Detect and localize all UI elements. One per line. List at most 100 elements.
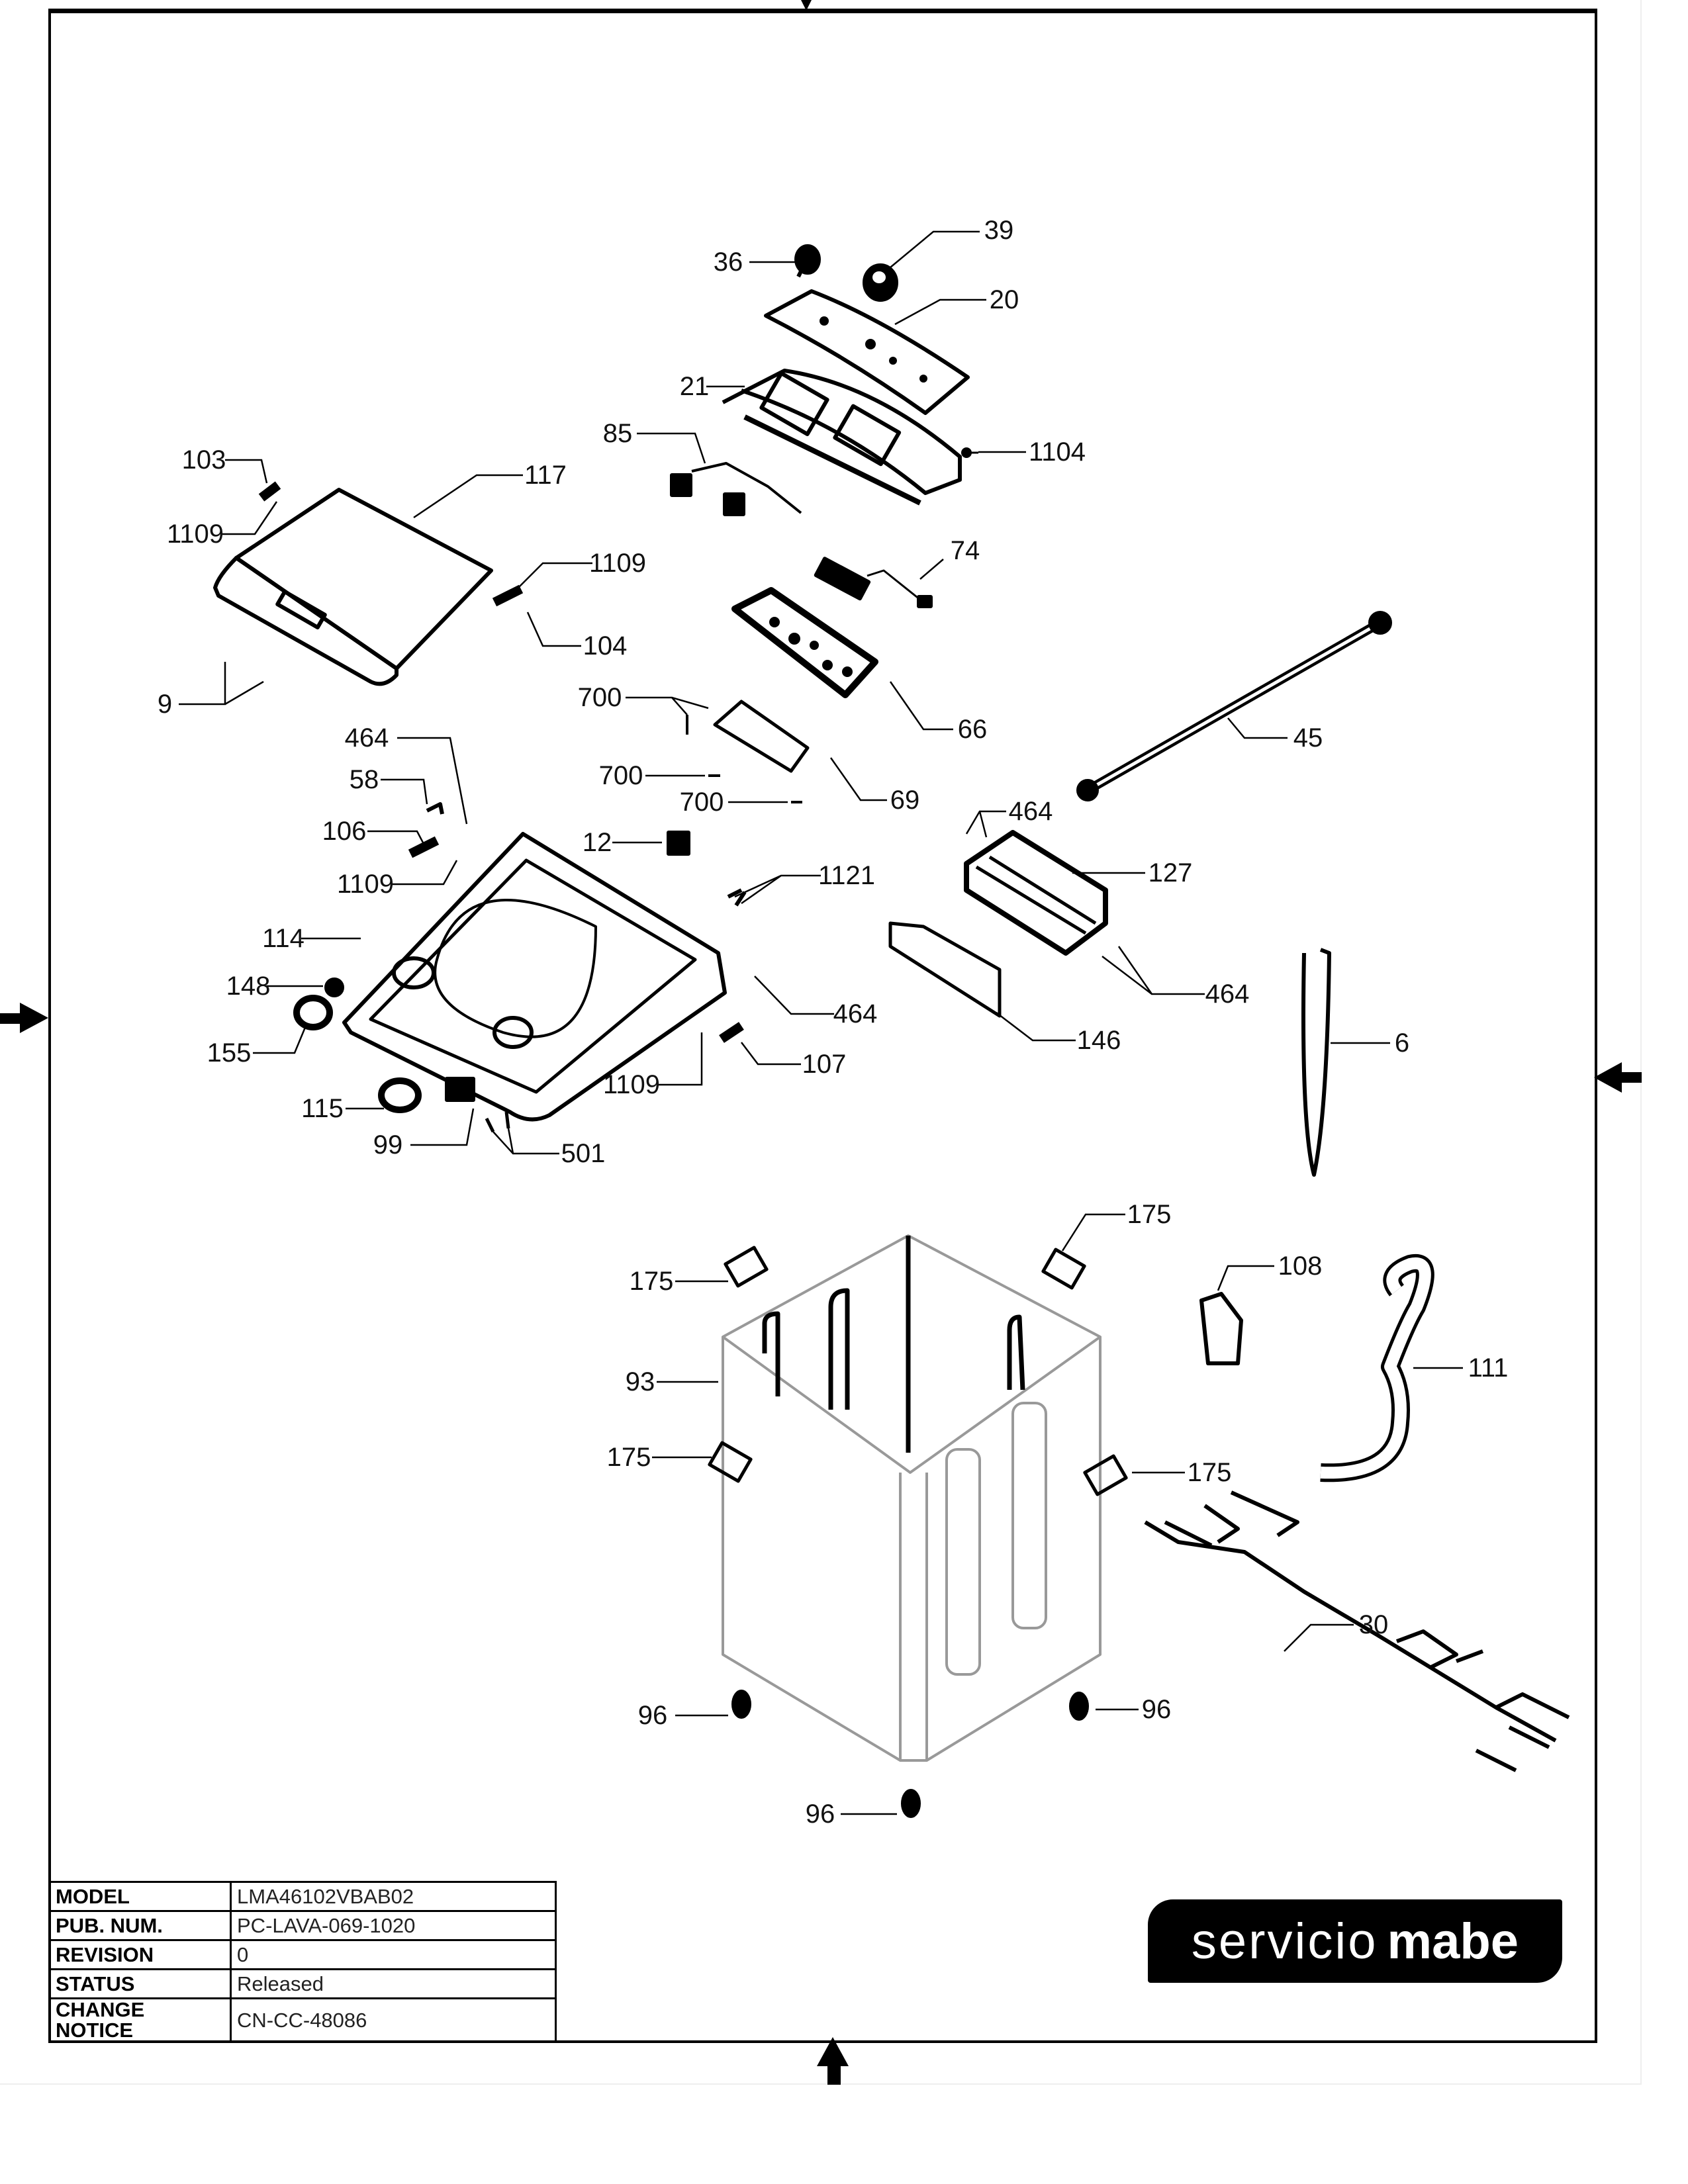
callout-66: 66 — [957, 715, 988, 744]
title-block-row-pub-num: PUB. NUM.PC-LAVA-069-1020 — [48, 1910, 557, 1941]
leader-lines — [179, 230, 1463, 1815]
top-center-arrow-icon — [801, 0, 812, 11]
part-107-hinge-icon — [719, 1022, 744, 1043]
callout-700: 700 — [679, 788, 724, 817]
callout-96: 96 — [1141, 1695, 1172, 1724]
callout-39: 39 — [984, 216, 1014, 245]
part-45-inlet-hose-icon — [1076, 611, 1392, 801]
callout-700: 700 — [577, 683, 622, 712]
bottom-center-arrow-icon — [817, 2037, 849, 2085]
part-6-tube-icon — [1301, 948, 1331, 1177]
part-96-foot-icon — [731, 1690, 1089, 1818]
callout-96: 96 — [805, 1799, 835, 1829]
callout-6: 6 — [1394, 1028, 1410, 1058]
callout-45: 45 — [1293, 723, 1323, 752]
callout-58: 58 — [349, 765, 379, 794]
drawing-border — [48, 9, 1597, 2043]
part-1121-screw-icon — [727, 888, 747, 907]
callout-93: 93 — [625, 1367, 655, 1396]
callout-175: 175 — [1127, 1200, 1172, 1229]
part-114-top-cover-icon — [342, 832, 727, 1122]
callout-111: 111 — [1468, 1353, 1509, 1383]
part-21-console-icon — [722, 369, 962, 506]
callout-74: 74 — [950, 536, 980, 565]
part-66-control-board-icon — [731, 587, 878, 698]
pub-num-value: PC-LAVA-069-1020 — [230, 1910, 557, 1941]
part-700-screw-icon — [686, 715, 802, 803]
part-108-pump-icon — [1199, 1292, 1243, 1365]
field-label: REVISION — [48, 1939, 232, 1970]
field-label: CHANGE NOTICE — [48, 1997, 232, 2042]
part-103-hinge-icon — [258, 481, 281, 502]
callout-1121: 1121 — [818, 861, 876, 890]
part-58-bracket-icon — [426, 802, 444, 815]
callout-175: 175 — [1187, 1458, 1232, 1487]
callout-12: 12 — [582, 828, 612, 857]
callout-700: 700 — [598, 761, 643, 790]
part-111-drain-hose-icon — [1320, 1253, 1434, 1482]
callout-104: 104 — [583, 631, 628, 660]
part-1104-screw-icon — [961, 447, 978, 458]
callout-464: 464 — [344, 723, 389, 752]
field-label: MODEL — [48, 1881, 232, 1912]
callout-464: 464 — [1205, 979, 1250, 1009]
callout-21: 21 — [679, 372, 710, 401]
part-127-dispenser-icon — [964, 830, 1108, 956]
logo-text-light: servicio — [1191, 1913, 1378, 1970]
field-label: STATUS — [48, 1968, 232, 1999]
callout-1109: 1109 — [336, 870, 395, 899]
callout-175: 175 — [606, 1443, 651, 1472]
logo-text-bold: mabe — [1387, 1913, 1519, 1970]
callout-30: 30 — [1358, 1610, 1389, 1639]
callout-148: 148 — [226, 972, 271, 1001]
callout-1109: 1109 — [166, 520, 224, 549]
callout-96: 96 — [637, 1701, 668, 1730]
change-notice-value: CN-CC-48086 — [230, 1997, 557, 2042]
part-146-dispenser-drawer-icon — [888, 921, 1002, 1018]
part-104-hinge-icon — [492, 584, 524, 607]
field-label: PUB. NUM. — [48, 1910, 232, 1941]
part-117-lid-icon — [213, 488, 493, 686]
callout-103: 103 — [181, 445, 226, 475]
part-99-actuator-icon — [445, 1077, 475, 1102]
callout-69: 69 — [890, 786, 920, 815]
part-115-ring-icon — [378, 1077, 422, 1113]
callout-1104: 1104 — [1028, 437, 1086, 467]
model-value: LMA46102VBAB02 — [230, 1881, 557, 1912]
part-74-switch-board-icon — [814, 557, 933, 608]
callout-155: 155 — [207, 1038, 252, 1068]
part-20-panel-cover-icon — [764, 289, 970, 415]
part-93-cabinet-icon — [722, 1234, 1102, 1762]
callout-36: 36 — [713, 248, 743, 277]
part-69-board-cover-icon — [713, 700, 810, 773]
callout-99: 99 — [373, 1130, 403, 1160]
part-12-lid-switch-icon — [667, 831, 690, 856]
part-30-wire-harness-icon — [1144, 1490, 1570, 1772]
callout-501: 501 — [561, 1139, 606, 1168]
callout-115: 115 — [301, 1094, 344, 1123]
part-155-ring-icon — [293, 995, 333, 1030]
callout-108: 108 — [1278, 1251, 1323, 1281]
part-39-knob-icon — [863, 263, 898, 302]
callout-117: 117 — [524, 461, 567, 490]
callout-146: 146 — [1076, 1026, 1121, 1055]
part-501-screw-icon — [485, 1111, 510, 1133]
callout-107: 107 — [802, 1050, 847, 1079]
callout-20: 20 — [989, 285, 1019, 314]
callout-9: 9 — [157, 690, 173, 719]
part-106-hinge-icon — [408, 836, 440, 858]
left-center-arrow-icon — [0, 1003, 48, 1033]
right-center-arrow-icon — [1594, 1062, 1642, 1093]
callout-464: 464 — [833, 999, 878, 1028]
revision-value: 0 — [230, 1939, 557, 1970]
status-value: Released — [230, 1968, 557, 1999]
callout-175: 175 — [629, 1267, 674, 1296]
callout-464: 464 — [1008, 797, 1053, 826]
part-175-pad-icon — [708, 1246, 1128, 1496]
callout-85: 85 — [602, 419, 633, 448]
callout-1109: 1109 — [602, 1070, 661, 1099]
